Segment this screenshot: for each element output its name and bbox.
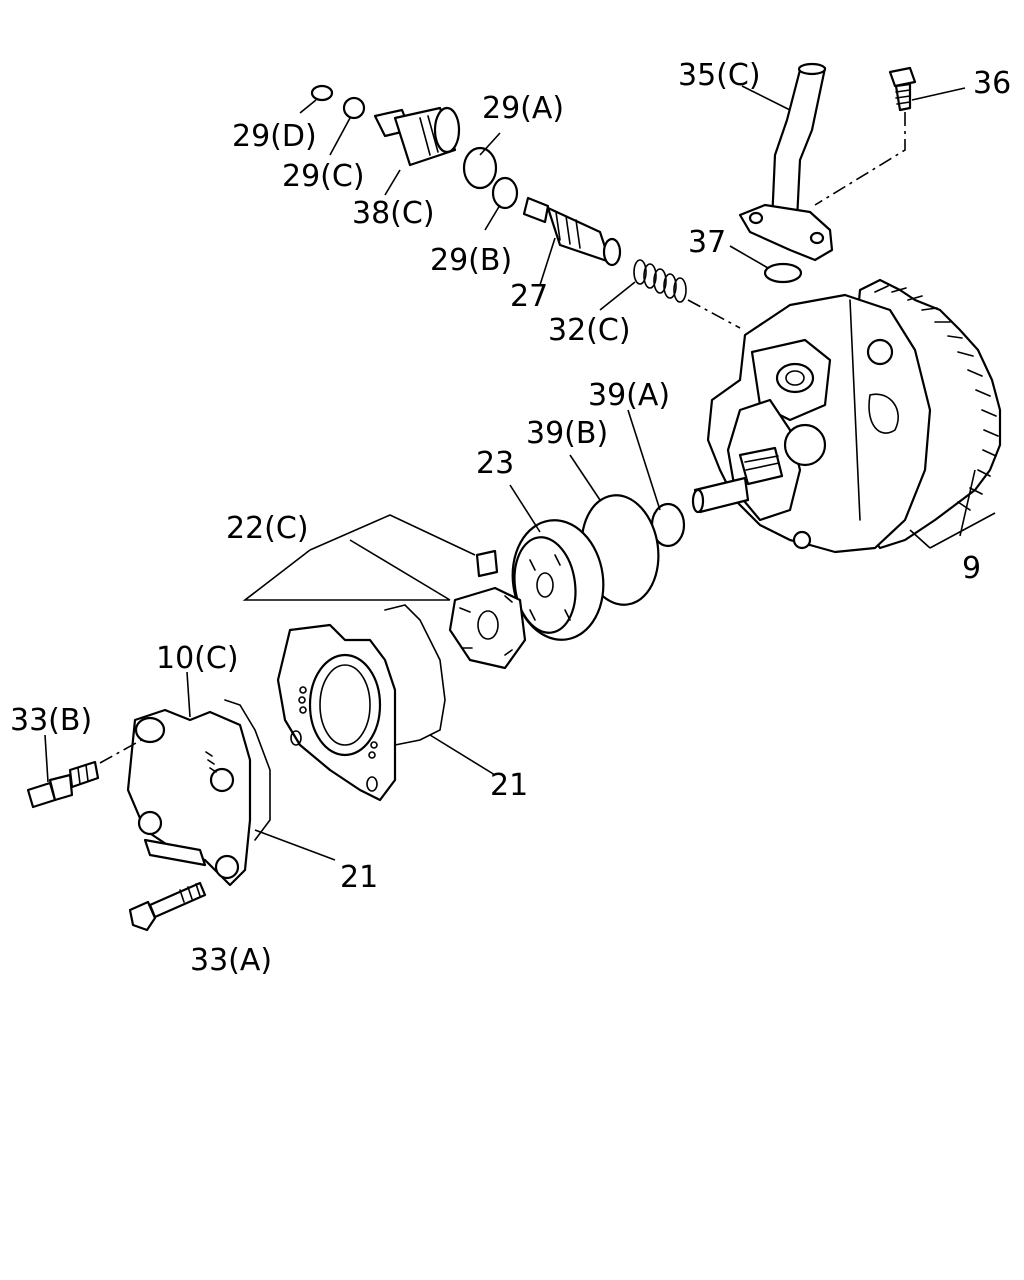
- pipe-35c: [738, 62, 834, 262]
- bolt-36: [814, 66, 917, 206]
- label-29d: 29(D): [232, 119, 317, 154]
- label-29a: 29(A): [482, 91, 564, 126]
- label-9: 9: [962, 551, 981, 586]
- vanes-22c: [242, 514, 527, 670]
- label-10c: 10(C): [156, 641, 239, 676]
- label-33b: 33(B): [10, 703, 92, 738]
- spring-32c: [633, 259, 741, 329]
- label-38c: 38(C): [352, 196, 435, 231]
- label-32c: 32(C): [548, 313, 631, 348]
- leader-lines: [44, 85, 966, 783]
- bolt-33a: [128, 881, 207, 932]
- label-27: 27: [510, 279, 548, 314]
- label-36: 36: [973, 66, 1011, 101]
- label-33a: 33(A): [190, 943, 272, 978]
- pump-body-9: [691, 278, 1002, 554]
- fitting-38c: [310, 84, 519, 210]
- label-21-left: 21: [340, 860, 378, 895]
- valve-27: [522, 196, 622, 267]
- label-29b: 29(B): [430, 243, 512, 278]
- label-22c: 22(C): [226, 511, 309, 546]
- rotor-23: [511, 519, 605, 641]
- callout-labels: 36 35(C) 29(A) 29(D) 29(C) 38(C) 37 29(B…: [10, 58, 1011, 978]
- label-37: 37: [688, 225, 726, 260]
- label-39b: 39(B): [526, 416, 608, 451]
- stud-33b: [26, 737, 146, 809]
- label-23: 23: [476, 446, 514, 481]
- cam-ring-21: [276, 604, 496, 802]
- cover-10c: [126, 699, 336, 887]
- label-35c: 35(C): [678, 58, 761, 93]
- label-29c: 29(C): [282, 159, 365, 194]
- label-21-right: 21: [490, 768, 528, 803]
- gasket-37: [763, 262, 803, 284]
- label-39a: 39(A): [588, 378, 670, 413]
